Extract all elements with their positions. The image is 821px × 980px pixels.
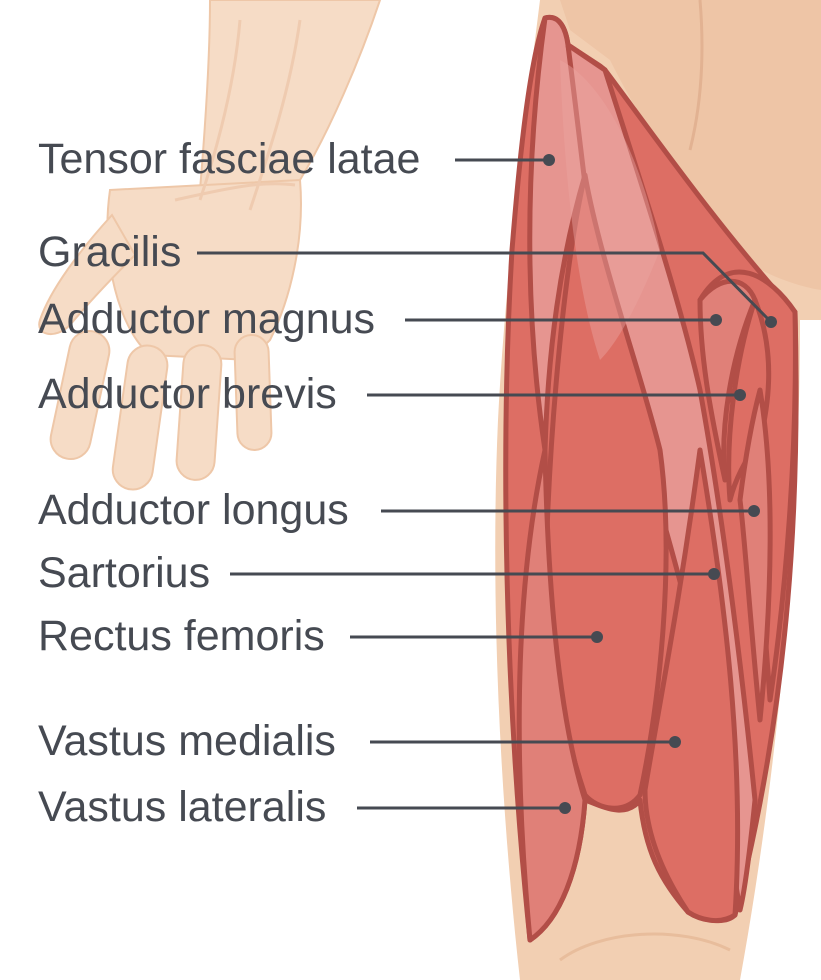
hand-tendon-lines (174, 19, 302, 211)
label-adductor-brevis: Adductor brevis (38, 370, 337, 418)
label-rectus-femoris: Rectus femoris (38, 612, 325, 660)
hip-crease (688, 0, 704, 151)
knee-shadow (559, 932, 731, 962)
label-sartorius: Sartorius (38, 549, 211, 597)
leader-lines (197, 158, 773, 810)
dot-gracilis (765, 316, 777, 328)
rectus-femoris-muscle (543, 172, 669, 811)
muscle-group (503, 14, 799, 943)
label-vastus-lateralis: Vastus lateralis (38, 783, 327, 831)
leader-dots (543, 154, 777, 814)
dot-adductor-magnus (710, 314, 722, 326)
leader-gracilis (197, 251, 773, 324)
label-tensor-fasciae-latae: Tensor fasciae latae (38, 135, 421, 183)
dot-sartorius (708, 568, 720, 580)
adductor-magnus-muscle (697, 278, 758, 483)
dot-rectus-femoris (591, 631, 603, 643)
label-vastus-medialis: Vastus medialis (38, 717, 336, 765)
muscle-highlight (560, 60, 660, 360)
vastus-medialis-muscle (642, 447, 741, 924)
dot-tensor-fasciae-latae (543, 154, 555, 166)
dot-vastus-lateralis (559, 802, 571, 814)
dot-adductor-longus (748, 505, 760, 517)
dot-adductor-brevis (734, 389, 746, 401)
label-adductor-magnus: Adductor magnus (38, 295, 376, 343)
adductor-longus-muscle (737, 387, 773, 723)
adductor-brevis-muscle (726, 297, 772, 503)
label-adductor-longus: Adductor longus (38, 486, 349, 534)
arm-and-hand (38, 0, 382, 491)
label-gracilis: Gracilis (38, 228, 182, 276)
dot-vastus-medialis (669, 736, 681, 748)
